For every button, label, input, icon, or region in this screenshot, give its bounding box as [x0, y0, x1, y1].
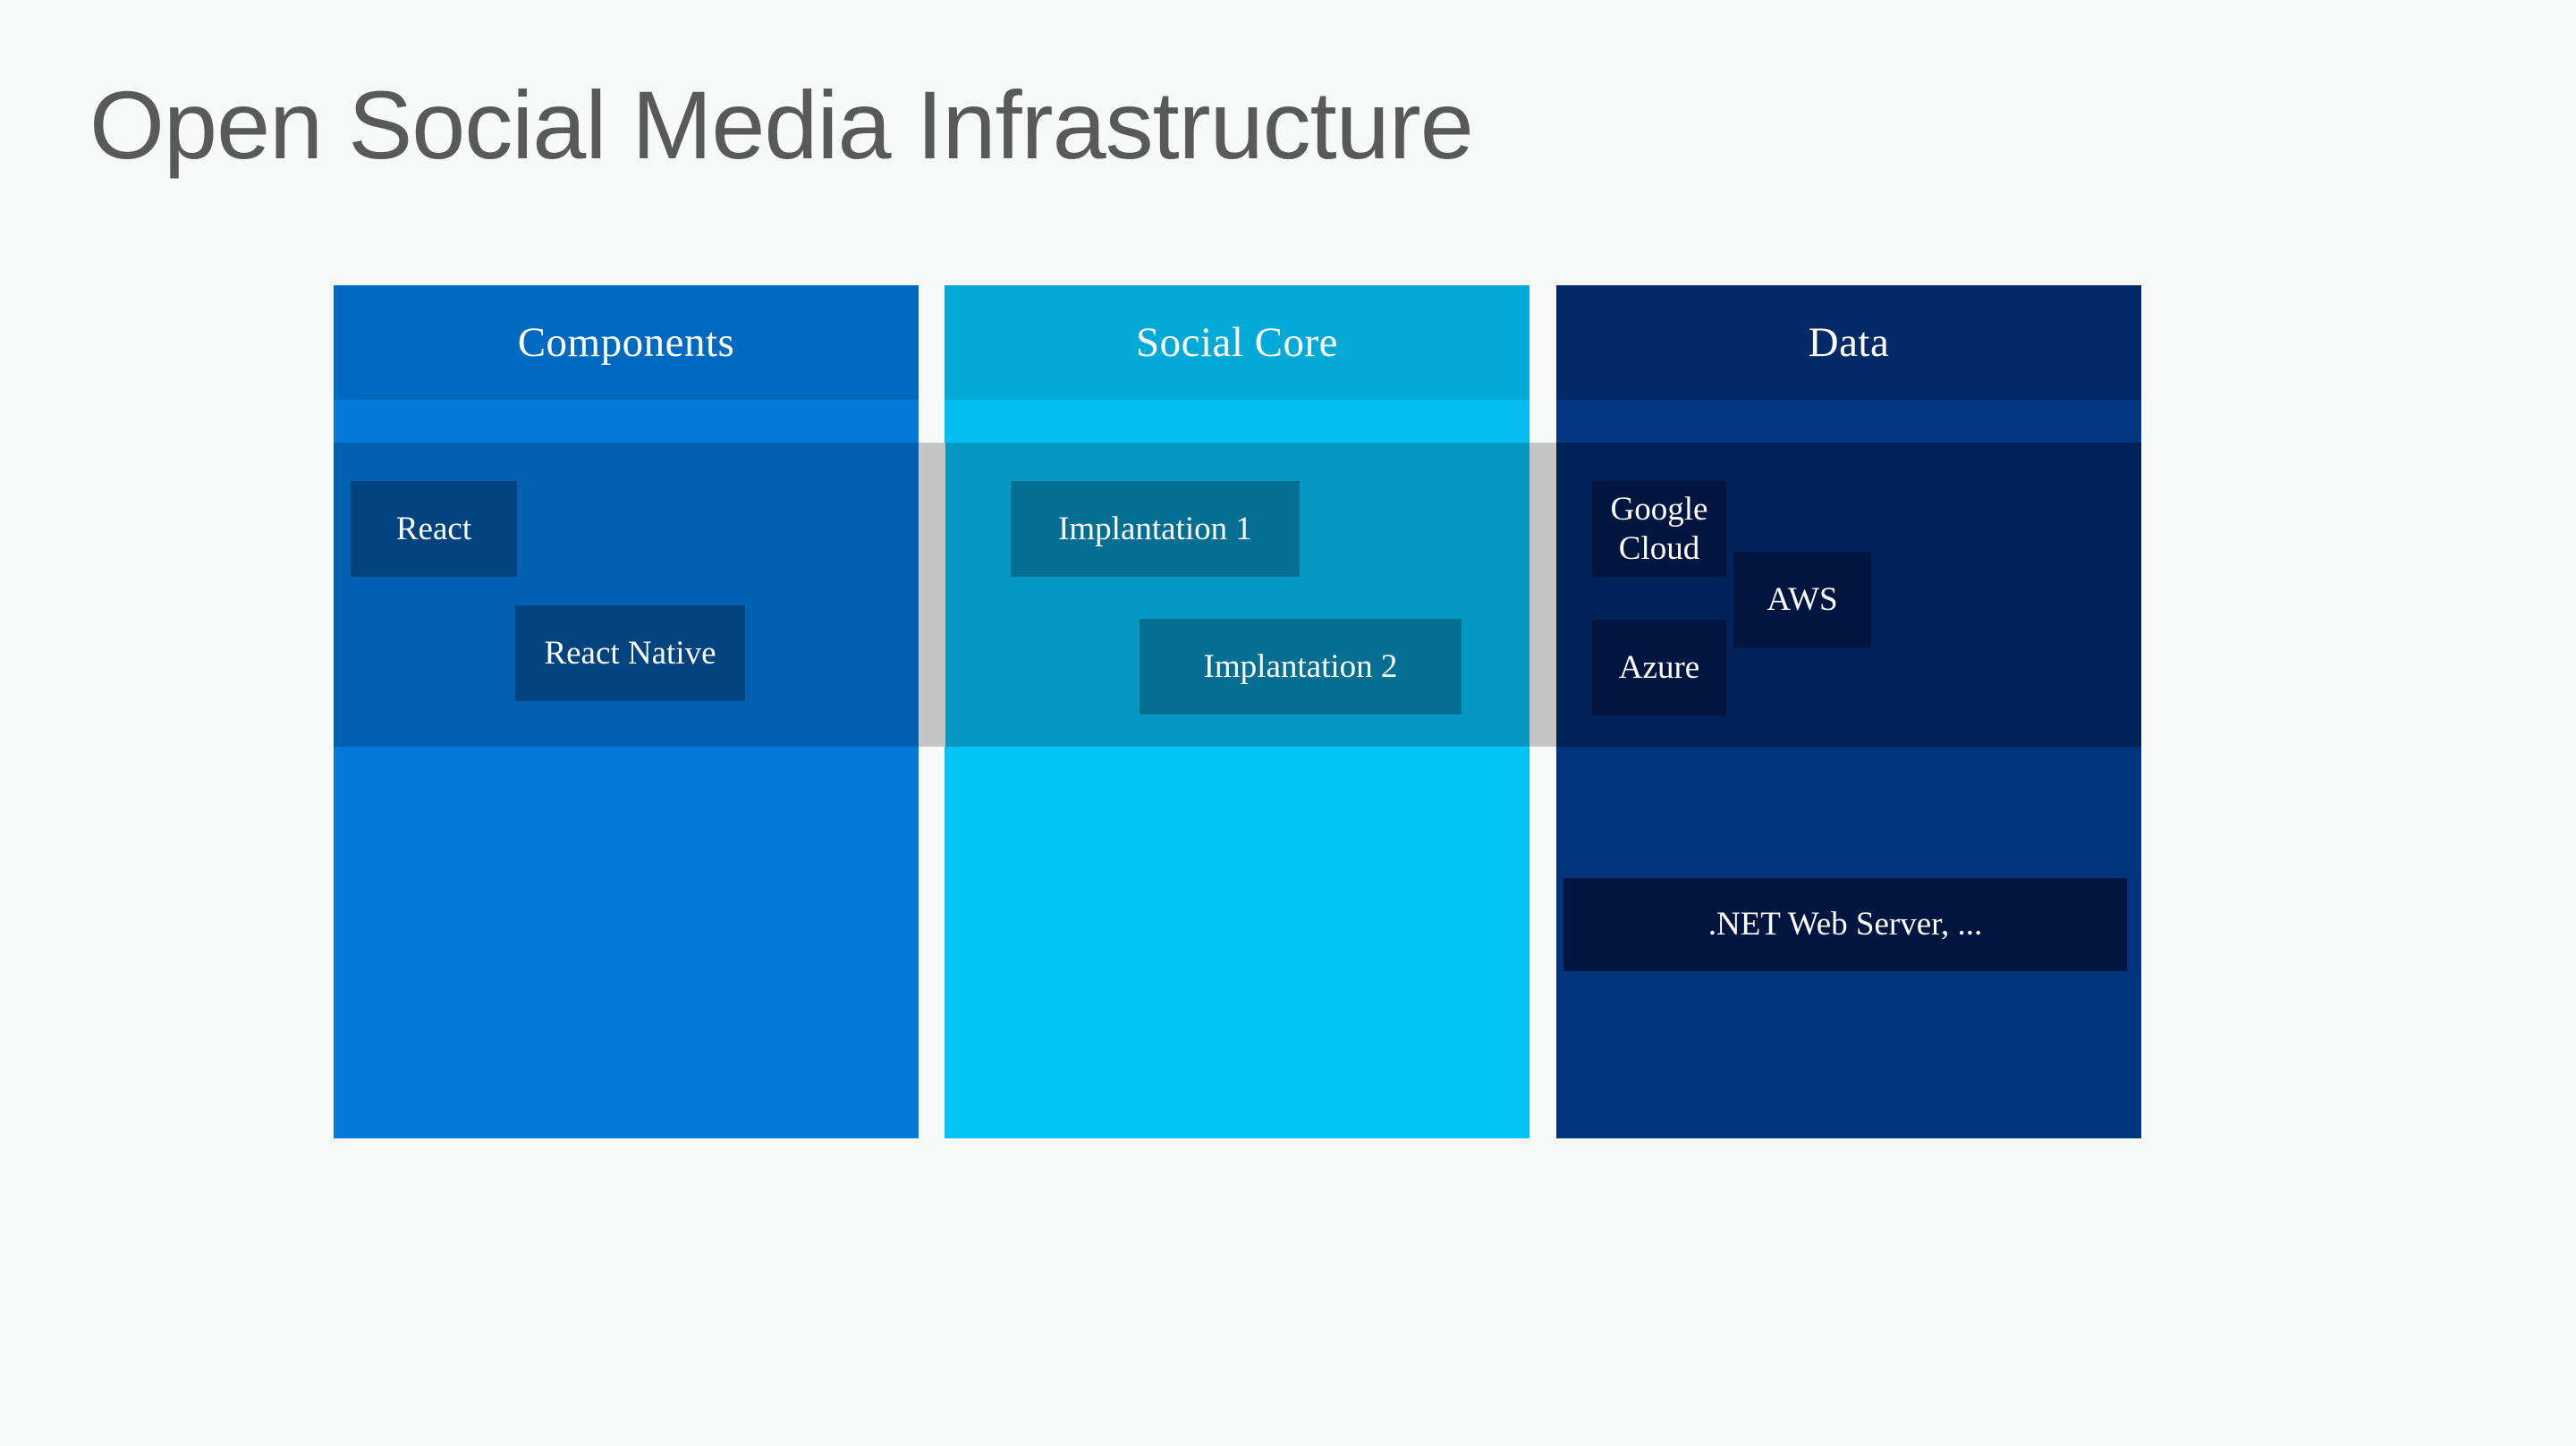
column-title-data: Data: [1808, 319, 1890, 366]
column-components[interactable]: Components React React Native: [334, 285, 919, 1138]
column-title-components: Components: [517, 319, 735, 366]
column-social-core[interactable]: Social Core Implantation 1 Implantation …: [945, 285, 1530, 1138]
column-title-social-core: Social Core: [1135, 319, 1339, 366]
item-aws[interactable]: AWS: [1733, 552, 1871, 647]
column-footer-band-social-core: [945, 747, 1530, 1138]
column-footer-band-components: [334, 747, 919, 1138]
column-header-band-components: [334, 285, 919, 400]
item-google-cloud[interactable]: Google Cloud: [1592, 481, 1726, 577]
item-dotnet-web-server[interactable]: .NET Web Server, ...: [1563, 878, 2127, 971]
page-title: Open Social Media Infrastructure: [89, 71, 1474, 179]
column-data[interactable]: Data Google Cloud Azure AWS .NET Web Ser…: [1556, 285, 2141, 1138]
item-azure[interactable]: Azure: [1592, 620, 1726, 715]
item-react[interactable]: React: [351, 481, 517, 577]
column-separator-2: [1530, 443, 1556, 747]
item-implantation-2[interactable]: Implantation 2: [1140, 619, 1462, 715]
item-implantation-1[interactable]: Implantation 1: [1011, 481, 1300, 577]
column-accent-band-social-core: [945, 400, 1530, 443]
column-separator-1: [919, 443, 945, 747]
item-react-native[interactable]: React Native: [515, 605, 745, 701]
column-header-band-social-core: [945, 285, 1530, 400]
column-accent-band-components: [334, 400, 919, 443]
column-header-band-data: [1556, 285, 2141, 400]
column-accent-band-data: [1556, 400, 2141, 443]
